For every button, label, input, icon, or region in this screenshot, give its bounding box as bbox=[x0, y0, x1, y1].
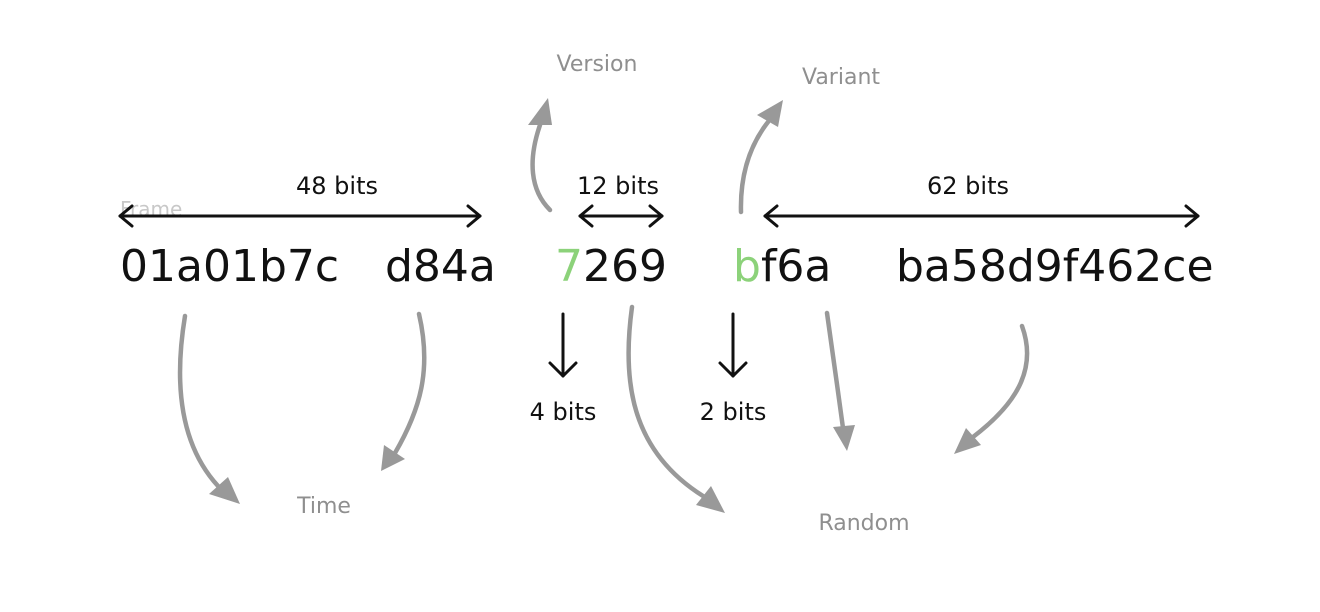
uuid-rand-a: 269 bbox=[583, 241, 667, 292]
version-down-arrow-icon bbox=[548, 312, 578, 378]
uuid-time-low: d84a bbox=[385, 241, 496, 292]
variant-down-arrow-icon bbox=[718, 312, 748, 378]
rand-b-span-bits-label: 62 bits bbox=[927, 172, 1009, 200]
rand-b-span-arrow-icon bbox=[763, 204, 1200, 228]
rand-b-head-to-random-arrow-icon bbox=[824, 310, 855, 451]
version-bits-label: 4 bits bbox=[530, 398, 597, 426]
time-span-arrow-icon bbox=[118, 204, 482, 228]
rand-a-span-bits-label: 12 bits bbox=[577, 172, 659, 200]
time-high-to-time-arrow-icon bbox=[177, 313, 240, 504]
variant-label: Variant bbox=[802, 65, 880, 90]
rand-a-span-arrow-icon bbox=[578, 204, 664, 228]
time-label: Time bbox=[296, 494, 351, 519]
uuid-rand-b-head: f6a bbox=[761, 241, 831, 292]
random-label: Random bbox=[818, 511, 909, 536]
uuid-version-digit: 7 bbox=[555, 241, 583, 292]
rand-b-tail-to-random-arrow-icon bbox=[954, 323, 1030, 454]
time-low-to-time-arrow-icon bbox=[381, 311, 427, 471]
uuid-rand-b-tail: ba58d9f462ce bbox=[896, 241, 1214, 292]
variant-pointer-arrow-icon bbox=[738, 100, 783, 215]
version-label: Version bbox=[557, 52, 638, 77]
variant-bits-label: 2 bits bbox=[700, 398, 767, 426]
uuid-time-high: 01a01b7c bbox=[120, 241, 339, 292]
uuid-variant-and-rand-b-head: bf6a bbox=[733, 241, 831, 292]
version-pointer-arrow-icon bbox=[528, 98, 553, 213]
rand-a-to-random-arrow-icon bbox=[626, 304, 725, 513]
uuid-version-and-rand-a: 7269 bbox=[555, 241, 667, 292]
time-span-bits-label: 48 bits bbox=[296, 172, 378, 200]
uuid-variant-digit: b bbox=[733, 241, 761, 292]
